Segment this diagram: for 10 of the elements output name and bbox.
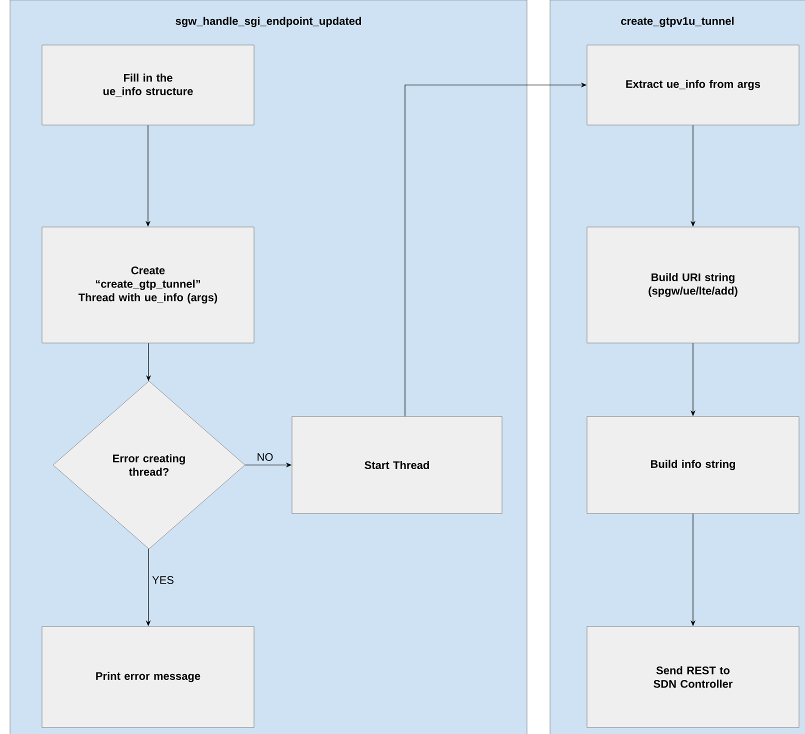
process-box: Print error message bbox=[42, 626, 254, 728]
process-box: Send REST to SDN Controller bbox=[586, 626, 800, 728]
edge-label: YES bbox=[151, 575, 175, 585]
process-box: Create “create_gtp_tunnel” Thread with ue_info (args) bbox=[42, 226, 254, 344]
process-box: Build URI string (spgw/ue/lte/add) bbox=[586, 226, 800, 344]
process-box: Fill in the ue_info structure bbox=[42, 44, 254, 126]
process-box: Extract ue_info from args bbox=[586, 44, 800, 126]
edge-label: NO bbox=[256, 452, 274, 462]
process-box: Build info string bbox=[586, 416, 800, 514]
process-box: Start Thread bbox=[292, 416, 502, 514]
